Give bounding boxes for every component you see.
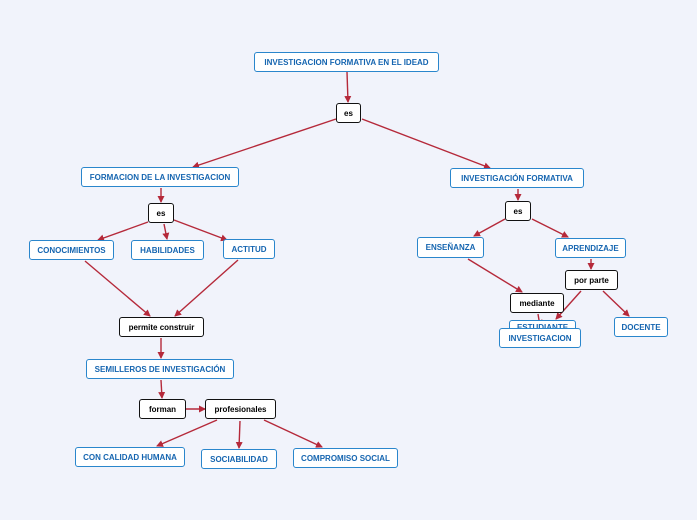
concept-habilidades[interactable]: HABILIDADES: [131, 240, 204, 260]
concept-conocimientos[interactable]: CONOCIMIENTOS: [29, 240, 114, 260]
edge-es-ensenanza: [473, 218, 506, 237]
edge-ensenanza-mediante: [467, 258, 523, 293]
concept-investigacion[interactable]: INVESTIGACION: [499, 328, 581, 348]
edge-conocimientos-permite: [84, 260, 151, 317]
linker-forman[interactable]: forman: [139, 399, 186, 419]
edge-profesionales-sociabilidad: [235, 420, 243, 449]
edge-semilleros-forman: [158, 379, 166, 399]
concept-formacion[interactable]: FORMACION DE LA INVESTIGACION: [81, 167, 239, 187]
linker-mediante[interactable]: mediante: [510, 293, 564, 313]
edge-profesionales-calidad: [156, 419, 218, 447]
concept-compromiso-social[interactable]: COMPROMISO SOCIAL: [293, 448, 398, 468]
linker-por-parte[interactable]: por parte: [565, 270, 618, 290]
linker-es-right[interactable]: es: [505, 201, 531, 221]
edge-es-habilidades: [162, 223, 170, 240]
edge-root-es: [344, 71, 352, 103]
edge-es-aprendizaje: [531, 218, 569, 238]
linker-profesionales[interactable]: profesionales: [205, 399, 276, 419]
edge-es-formacion: [192, 118, 337, 169]
root-concept[interactable]: INVESTIGACION FORMATIVA EN EL IDEAD: [254, 52, 439, 72]
linker-es-left[interactable]: es: [148, 203, 174, 223]
concept-calidad-humana[interactable]: CON CALIDAD HUMANA: [75, 447, 185, 467]
edge-actitud-permite: [174, 259, 239, 317]
linker-permite-construir[interactable]: permite construir: [119, 317, 204, 337]
concept-semilleros[interactable]: SEMILLEROS DE INVESTIGACIÓN: [86, 359, 234, 379]
edge-profesionales-compromiso: [263, 419, 323, 448]
linker-es-top[interactable]: es: [336, 103, 361, 123]
edge-es-invformativa: [361, 118, 491, 170]
edge-es-conocimientos: [97, 221, 149, 242]
concept-aprendizaje[interactable]: APRENDIZAJE: [555, 238, 626, 258]
concept-docente[interactable]: DOCENTE: [614, 317, 668, 337]
concept-actitud[interactable]: ACTITUD: [223, 239, 275, 259]
edge-porparte-estudiante: [555, 290, 582, 320]
edge-es-actitud: [173, 219, 228, 242]
concept-inv-formativa[interactable]: INVESTIGACIÓN FORMATIVA: [450, 168, 584, 188]
concept-ensenanza[interactable]: ENSEÑANZA: [417, 237, 484, 258]
edge-porparte-docente: [602, 290, 630, 317]
concept-sociabilidad[interactable]: SOCIABILIDAD: [201, 449, 277, 469]
